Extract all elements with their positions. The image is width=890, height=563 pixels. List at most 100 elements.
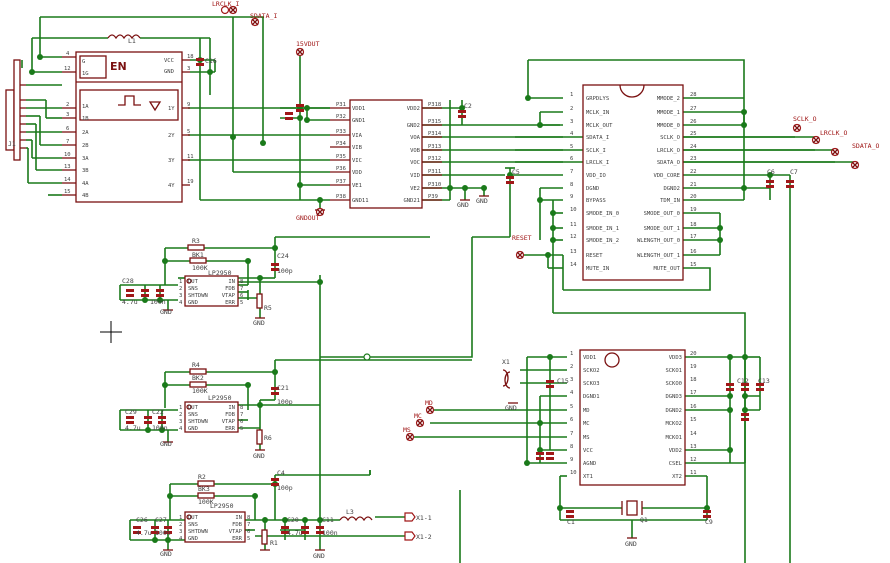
label-c15: C15 <box>557 377 569 385</box>
src-right-pin: 25 <box>690 131 697 137</box>
label-lp2950-3: LP2950 <box>210 502 234 510</box>
pll-left-pin: 8 <box>570 444 573 450</box>
label-gnd-q1: GND <box>625 540 637 548</box>
svg-text:1G: 1G <box>82 71 89 77</box>
pll-left-signal: MC <box>583 421 590 427</box>
pga-left-signal: VDD <box>352 170 362 176</box>
src-right-pin: 19 <box>690 207 697 213</box>
reg-right-pin: 7 <box>240 412 243 418</box>
reg-right-signal: VTAP <box>229 529 243 535</box>
reg-right-signal: IN <box>228 405 235 411</box>
pll-left-pin: 7 <box>570 431 573 437</box>
pga-right-pin: P314 <box>428 131 442 137</box>
regulator-1 <box>184 275 239 307</box>
src-left-pin: 5 <box>570 144 573 150</box>
pga-left-signal: GND11 <box>352 198 369 204</box>
label-100n-c: 100n <box>155 529 171 537</box>
pll-left-signal: AGND <box>583 461 596 467</box>
src-right-signal: LRCLK_O <box>657 148 680 154</box>
label-gnd-r1: GND <box>160 308 172 316</box>
svg-text:VCC: VCC <box>164 58 174 64</box>
regulator-3 <box>184 511 246 543</box>
pga-pin-text: VDD1P31GND1P32VIAP33VIBP34VICP35VDDP36VE… <box>336 102 442 204</box>
reg-left-pin: 1 <box>179 279 182 285</box>
label-c11: C11 <box>322 516 334 524</box>
pll-left-pin: 9 <box>570 457 573 463</box>
svg-text:10: 10 <box>64 152 71 158</box>
pll-right-signal: MCKO2 <box>665 421 682 427</box>
src-right-pin: 27 <box>690 106 697 112</box>
src-right-signal: MMODE_1 <box>657 110 680 116</box>
src-right-signal: SMODE_OUT_0 <box>644 211 680 217</box>
reg-left-signal: SHTDWN <box>188 293 208 299</box>
reg-left-pin: 3 <box>179 419 182 425</box>
pll-right-pin: 17 <box>690 390 697 396</box>
label-100n-a: 100n <box>150 298 166 306</box>
label-47u-c: 4.7u <box>136 529 152 537</box>
pga-right-signal: VOA <box>410 135 421 141</box>
svg-text:4B: 4B <box>82 193 89 199</box>
label-sdata-i: SDATA_I <box>250 12 277 20</box>
pga-left-signal: VIB <box>352 145 363 151</box>
src-left-signal: BYPASS <box>586 198 606 204</box>
pga-right-pin: P310 <box>428 182 441 188</box>
src-right-signal: MMODE_0 <box>657 123 680 129</box>
reg-right-signal: VTAP <box>222 419 236 425</box>
u-left-ic <box>62 51 190 203</box>
pga-left-signal: VE1 <box>352 183 362 189</box>
reg-right-pin: 8 <box>247 515 250 521</box>
label-c28: C28 <box>122 277 134 285</box>
src-left-pin: 1 <box>570 92 573 98</box>
pll-right-pin: 11 <box>690 470 697 476</box>
reg-left-signal: GND <box>188 426 198 432</box>
svg-text:EN: EN <box>110 60 127 73</box>
src-right-signal: SDATA_O <box>657 160 680 166</box>
pga-right-signal: VE2 <box>410 186 420 192</box>
src-left-signal: GRPDLYS <box>586 96 609 102</box>
label-bk1: BK1 <box>192 251 204 259</box>
label-47u-d: 4.7u <box>287 529 303 537</box>
label-gnd-r3b: GND <box>313 552 325 560</box>
label-c26: C26 <box>136 516 148 524</box>
label-c20: C20 <box>287 516 299 524</box>
src-left-pin: 3 <box>570 119 573 125</box>
label-r6: R6 <box>264 434 272 442</box>
junction-dots <box>29 54 773 543</box>
svg-text:2Y: 2Y <box>168 133 175 139</box>
reg-right-signal: FDB <box>225 412 236 418</box>
reg-left-signal: OUT <box>188 405 199 411</box>
pll-right-signal: SCKO0 <box>665 381 682 387</box>
label-q1: Q1 <box>640 516 648 524</box>
src-right-pin: 26 <box>690 119 697 125</box>
pll-left-signal: MD <box>583 408 590 414</box>
reg-right-pin: 8 <box>240 279 243 285</box>
crosshair-cursor <box>100 321 122 343</box>
pga-left-pin: P38 <box>336 194 346 200</box>
label-c22: C22 <box>152 408 164 416</box>
label-15vdut: 15VDUT <box>296 40 320 48</box>
label-r3: R3 <box>192 237 200 245</box>
src-left-pin: 12 <box>570 234 577 240</box>
pga-left-pin: P32 <box>336 114 346 120</box>
pll-left-pin: 4 <box>570 390 574 396</box>
src-right-pin: 24 <box>690 144 697 150</box>
pll-right-signal: SCKO1 <box>665 368 682 374</box>
pll-right-signal: VDD3 <box>669 355 682 361</box>
reg-right-signal: IN <box>235 515 242 521</box>
src-right-signal: TDM_IN <box>660 198 680 204</box>
pll-right-pin: 14 <box>690 431 697 437</box>
pll-left-pin: 2 <box>570 364 573 370</box>
src-left-pin: 10 <box>570 207 577 213</box>
src-left-signal: SMODE_IN_1 <box>586 226 619 232</box>
pll-right-signal: DGND2 <box>665 408 682 414</box>
label-c24: C24 <box>277 252 289 260</box>
label-gnd-b: GND <box>476 197 488 205</box>
src-left-signal: LRCLK_I <box>586 160 609 166</box>
pga-right-pin: P313 <box>428 144 441 150</box>
label-gnd-r2: GND <box>160 440 172 448</box>
label-reset: RESET <box>512 234 532 242</box>
label-gnd-x1: GND <box>505 404 517 412</box>
